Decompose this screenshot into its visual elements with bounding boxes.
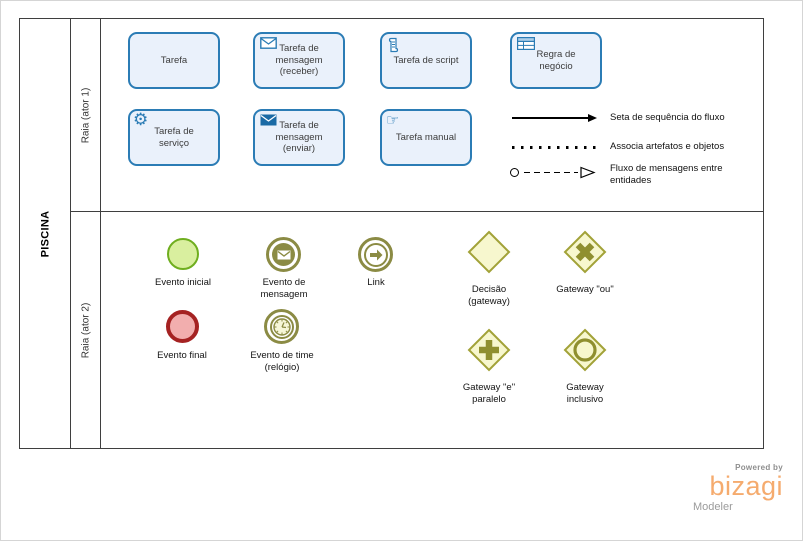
task-label: Regra de negócio [536, 48, 576, 72]
decision-gateway-label: Decisão (gateway) [468, 284, 510, 307]
lane-label: Raia (ator 1) [80, 87, 92, 143]
modeler-text: Modeler [693, 501, 733, 513]
sequence-flow-line[interactable] [512, 117, 590, 119]
parallel-gateway-plus[interactable] [467, 328, 511, 372]
gateway-ou-label: Gateway "ou" [556, 284, 614, 295]
task-label: Tarefa de mensagem (enviar) [275, 119, 323, 155]
lane-header-ator2[interactable]: Raia (ator 2) [71, 211, 101, 449]
task-mensagem-enviar[interactable]: Tarefa de mensagem (enviar) [253, 109, 345, 166]
lane-header-ator1[interactable]: Raia (ator 1) [71, 19, 101, 211]
pool[interactable]: PISCINA Raia (ator 1) Raia (ator 2) [19, 18, 764, 449]
gear-icon: ⚙ [133, 110, 149, 130]
powered-by-text: Powered by [735, 463, 783, 472]
envelope-outline-icon [260, 37, 277, 52]
exclusive-gateway-empty[interactable] [467, 230, 511, 274]
inclusive-gateway-circle[interactable] [563, 328, 607, 372]
bizagi-branding: Powered by bizagi Modeler [693, 463, 783, 513]
legend-sequence-flow-label: Seta de sequência do fluxo [610, 112, 725, 123]
envelope-filled-icon [260, 114, 277, 129]
pool-header[interactable]: PISCINA [20, 19, 71, 448]
task-tarefa[interactable]: Tarefa [128, 32, 220, 89]
end-event[interactable] [166, 310, 199, 343]
start-event[interactable] [167, 238, 199, 270]
gateway-e-paralelo-label: Gateway "e" paralelo [462, 382, 516, 405]
message-envelope-icon [272, 243, 295, 266]
timer-event-label: Evento de time (relógio) [250, 350, 314, 373]
hand-icon: ☞ [386, 111, 400, 129]
message-event[interactable] [266, 237, 301, 272]
task-script[interactable]: Tarefa de script [380, 32, 472, 89]
timer-event[interactable] [264, 309, 299, 344]
task-label: Tarefa de serviço [154, 125, 194, 149]
message-flow-circle-icon[interactable] [510, 168, 519, 177]
clock-icon [269, 314, 294, 339]
task-mensagem-receber[interactable]: Tarefa de mensagem (receber) [253, 32, 345, 89]
task-manual[interactable]: ☞ Tarefa manual [380, 109, 472, 166]
start-event-label: Evento inicial [155, 277, 211, 288]
task-label: Tarefa [160, 54, 188, 66]
message-event-label: Evento de mensagem [260, 277, 308, 300]
lane-divider [71, 211, 763, 212]
bizagi-logo: bizagi [709, 471, 783, 501]
end-event-label: Evento final [157, 350, 207, 361]
pool-title: PISCINA [39, 210, 51, 257]
gateway-inclusivo-label: Gateway inclusivo [566, 382, 604, 405]
script-icon [387, 37, 400, 56]
task-regra-negocio[interactable]: Regra de negócio [510, 32, 602, 89]
message-flow-open-arrowhead-icon [580, 166, 596, 184]
link-arrow-icon [363, 242, 388, 267]
task-label: Tarefa manual [395, 131, 457, 143]
task-servico[interactable]: ⚙ Tarefa de serviço [128, 109, 220, 166]
legend-association-label: Associa artefatos e objetos [610, 141, 725, 152]
exclusive-gateway-x[interactable] [563, 230, 607, 274]
task-label: Tarefa de script [393, 54, 459, 66]
table-icon [517, 37, 535, 53]
association-dotted-line[interactable] [512, 146, 598, 149]
message-flow-dashed-line[interactable] [524, 172, 578, 174]
link-event[interactable] [358, 237, 393, 272]
sequence-flow-arrowhead-icon [588, 114, 597, 122]
legend-message-flow-label: Fluxo de mensagens entre entidades [610, 163, 723, 187]
link-event-label: Link [367, 277, 385, 288]
lane-label: Raia (ator 2) [80, 302, 92, 358]
task-label: Tarefa de mensagem (receber) [275, 42, 323, 78]
